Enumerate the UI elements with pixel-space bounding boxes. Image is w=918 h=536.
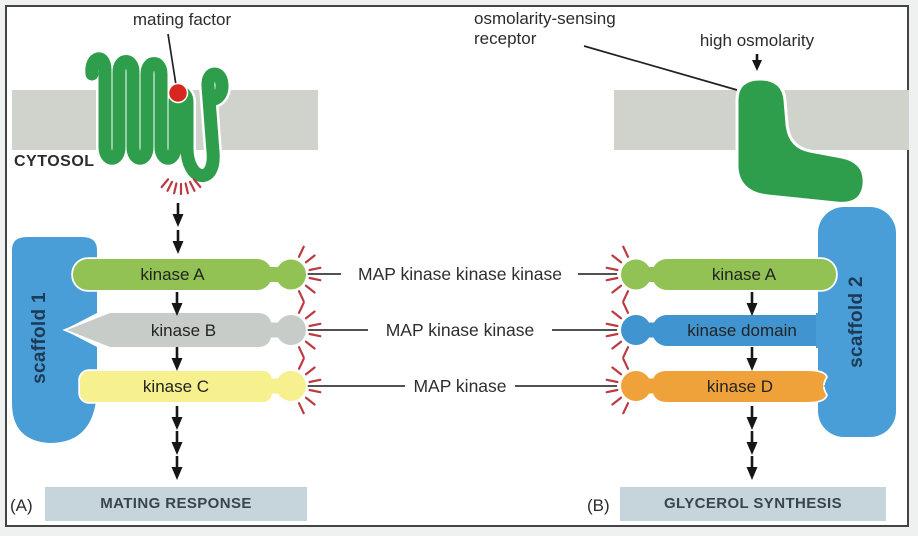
kinase-a-label-left: kinase A [140, 265, 205, 284]
panel-a-letter: (A) [10, 496, 33, 515]
kinase-a-pill-right [619, 257, 838, 292]
kinase-c-pill-left [78, 369, 308, 404]
map-kinase-label: MAP kinase [413, 376, 507, 396]
high-osmolarity-label: high osmolarity [699, 31, 815, 50]
glycerol-synthesis-box: GLYCEROL SYNTHESIS [620, 487, 886, 521]
scaffold-2-label: scaffold 2 [846, 276, 868, 368]
kinase-d-label: kinase D [706, 377, 774, 396]
kinase-a-pill-left [71, 257, 308, 292]
kinase-b-pill-left [62, 311, 308, 349]
kinase-c-label-left: kinase C [142, 377, 210, 396]
kinase-domain-pill [619, 313, 850, 348]
kinase-a-label-right: kinase A [711, 265, 777, 284]
kinase-domain-label: kinase domain [687, 321, 797, 340]
kinase-b-label-left: kinase B [150, 321, 217, 340]
mating-factor-pointer-line [167, 33, 177, 86]
panel-b-letter: (B) [587, 496, 610, 515]
scaffold-1-shape [12, 237, 98, 443]
osmolarity-receptor-shape [735, 77, 866, 205]
osmolarity-receptor-label: osmolarity-sensing receptor [474, 9, 616, 48]
kinase-domain-scaffold-merge [816, 313, 850, 348]
legend-connector-lines [307, 273, 617, 387]
mating-factor-ligand-dot [167, 82, 189, 104]
scaffold-1-label-wrap: scaffold 1 [2, 238, 78, 438]
mating-factor-label: mating factor [132, 10, 232, 29]
receptor-pointer-line [583, 45, 738, 91]
kinase-d-pill [619, 369, 842, 404]
cytosol-label: CYTOSOL [14, 153, 95, 170]
map-kinase-kinase-kinase-label: MAP kinase kinase kinase [358, 264, 562, 284]
mating-response-box: MATING RESPONSE [45, 487, 307, 521]
scaffold-1-label: scaffold 1 [29, 292, 51, 384]
scaffold-2-notch-tab [823, 377, 842, 395]
gpcr-receptor [82, 49, 231, 185]
map-kinase-kinase-label: MAP kinase kinase [385, 320, 535, 340]
